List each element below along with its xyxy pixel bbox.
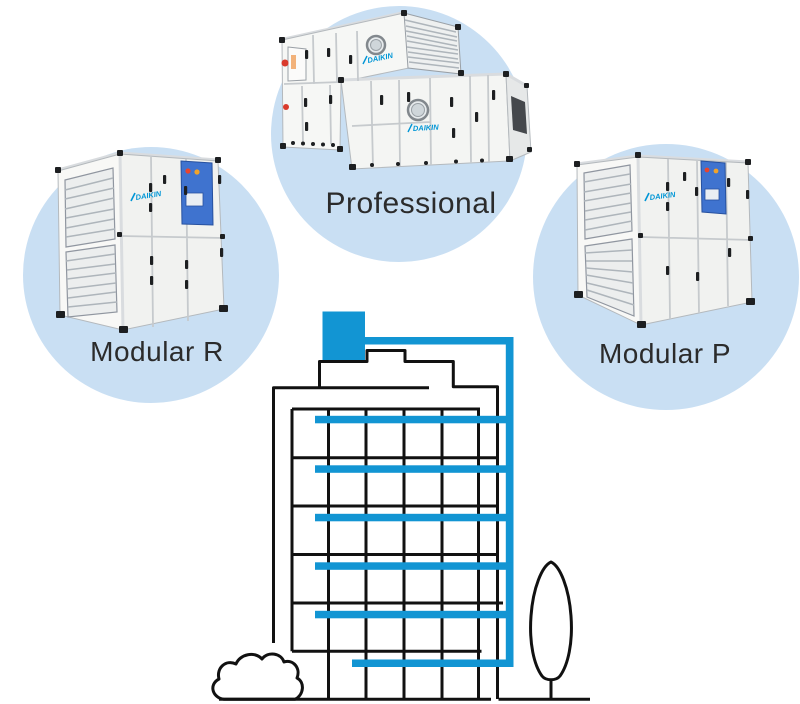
label-professional: Professional (325, 187, 497, 220)
building-left-wall-and-roof (272, 386, 429, 643)
corner-caps (279, 10, 532, 170)
duct-floor-run (352, 659, 514, 667)
intake-louver-upper (583, 164, 633, 240)
red-knob (283, 104, 289, 110)
modular-r-unit-photo: DAIKIN (55, 150, 228, 333)
label-modular-p: Modular P (598, 338, 732, 369)
professional-unit-photo: DAIKIN DAIKIN (279, 10, 532, 170)
tree (529, 560, 573, 699)
duct-riser (505, 337, 514, 667)
inspection-box (287, 46, 307, 82)
panel-handles (304, 48, 496, 138)
building-illustration (211, 349, 590, 701)
duct-network (315, 311, 514, 667)
feet (56, 305, 228, 333)
control-panel (700, 160, 727, 215)
tree-canopy (529, 560, 573, 682)
duct-floor-run (315, 610, 514, 619)
intake-louver-upper (64, 167, 116, 248)
panel-handles (666, 172, 750, 281)
modular-p-unit-photo: DAIKIN (574, 152, 755, 328)
corner-caps (55, 150, 225, 239)
building-penthouse-and-right-wall (318, 349, 499, 699)
window-grid (290, 407, 503, 699)
duct-floor-run (315, 465, 514, 473)
base-rail (291, 141, 484, 167)
end-opening (511, 96, 527, 134)
condenser-louver-grille (404, 19, 460, 69)
duct-floor-run (315, 562, 514, 570)
feet (574, 291, 755, 328)
red-knob (281, 59, 289, 67)
label-modular-r: Modular R (90, 336, 224, 367)
duct-floor-run (315, 415, 514, 424)
duct-roof-run (365, 337, 514, 345)
daikin-logo: DAIKIN (649, 190, 676, 202)
daikin-logo: DAIKIN (413, 123, 440, 133)
cloud-shrub (211, 652, 304, 701)
corner-caps (574, 152, 753, 241)
rooftop-ahu-square (322, 311, 365, 360)
panel-handles (149, 175, 224, 289)
intake-louver-lower (584, 238, 635, 317)
daikin-logo: DAIKIN (135, 189, 162, 202)
intake-louver-lower (65, 244, 118, 318)
duct-floor-run (315, 513, 514, 522)
